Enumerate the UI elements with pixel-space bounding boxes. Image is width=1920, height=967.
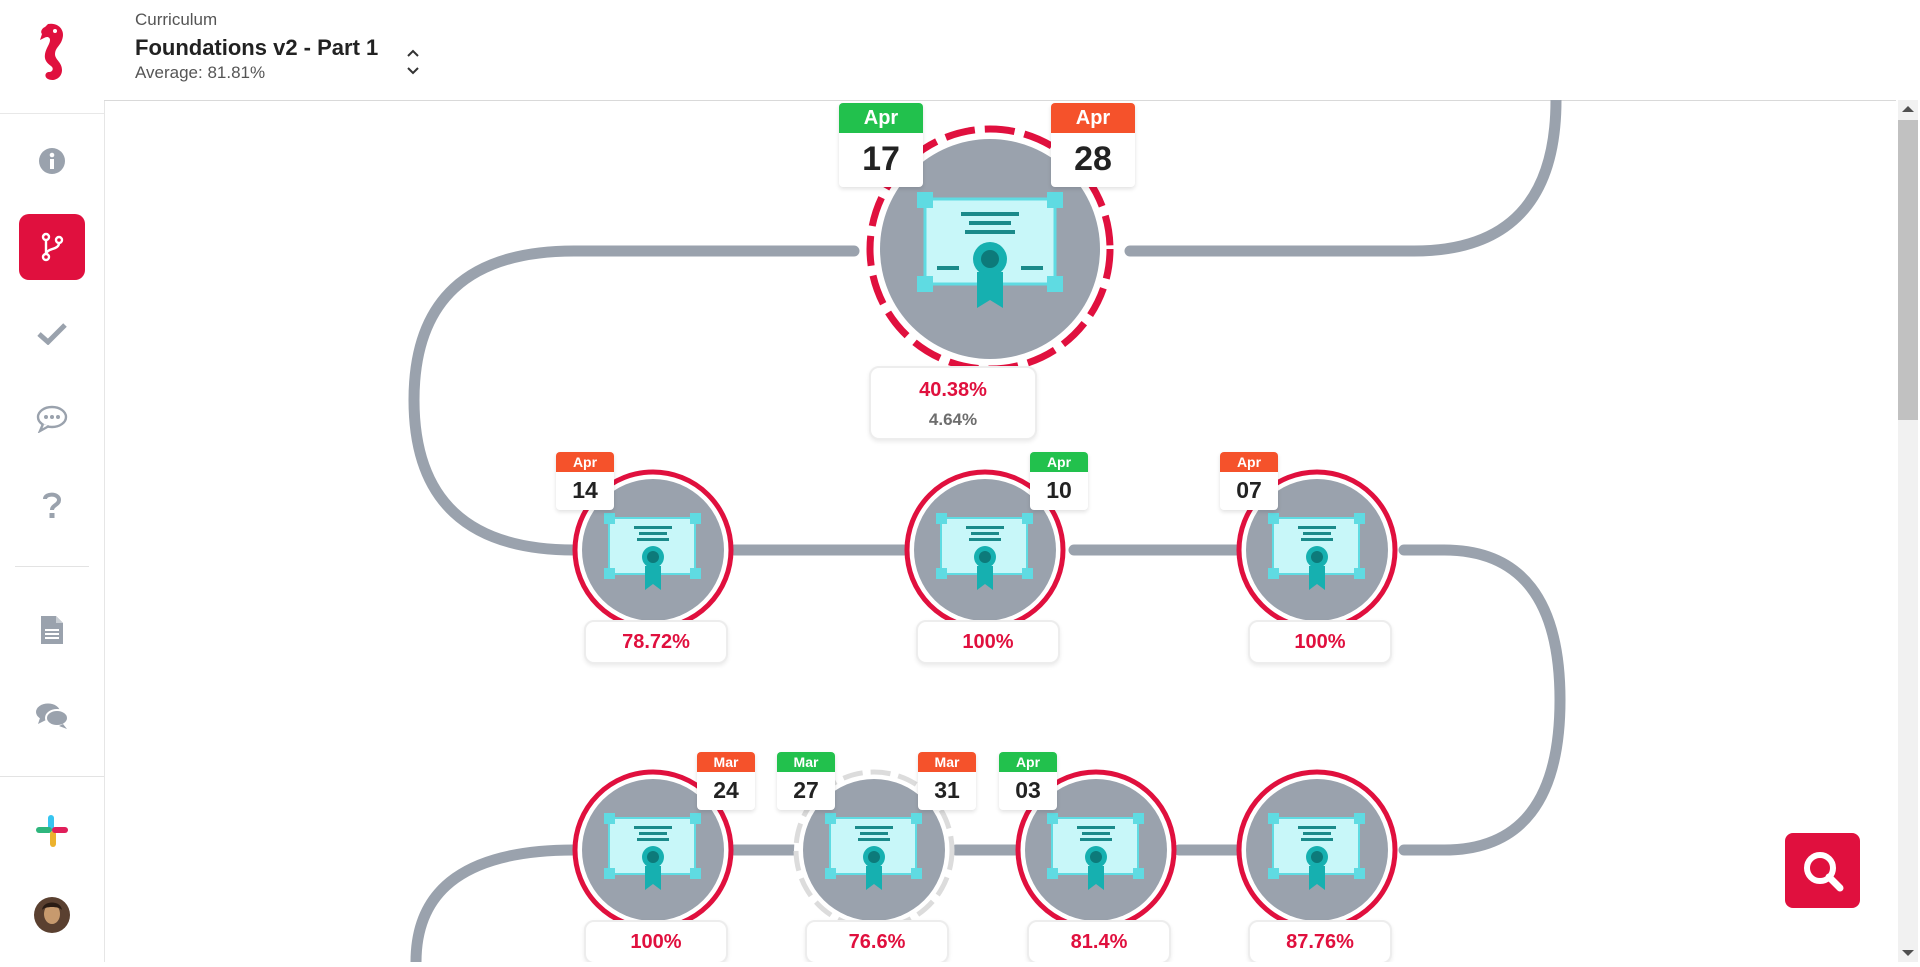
sidebar-divider bbox=[15, 566, 89, 567]
sidebar-item-profile[interactable] bbox=[19, 882, 85, 948]
document-icon bbox=[41, 616, 63, 644]
seahorse-logo-icon[interactable] bbox=[0, 0, 104, 114]
sidebar-item-discussions[interactable] bbox=[19, 683, 85, 749]
curriculum-node[interactable] bbox=[1014, 768, 1178, 932]
calendar-badge: Apr 03 bbox=[999, 752, 1057, 810]
calendar-badge: Mar 31 bbox=[918, 752, 976, 810]
calendar-badge: Mar 24 bbox=[697, 752, 755, 810]
slack-icon bbox=[36, 815, 68, 847]
node-score-top: 40.38% 4.64% bbox=[869, 366, 1037, 440]
calendar-badge: Apr 10 bbox=[1030, 452, 1088, 510]
avatar bbox=[34, 897, 70, 933]
sidebar-item-completed[interactable] bbox=[19, 300, 85, 366]
header-kicker: Curriculum bbox=[135, 10, 218, 29]
sidebar-item-documents[interactable] bbox=[19, 597, 85, 663]
node-sub-percent: 4.64% bbox=[928, 410, 978, 429]
curriculum-switch-button[interactable] bbox=[402, 44, 424, 80]
calendar-badge-start: Apr 17 bbox=[839, 103, 923, 187]
calendar-badge: Mar 27 bbox=[777, 752, 835, 810]
curriculum-map: 40.38% 4.64% Apr 17 Apr 28 78.72% Apr 14 bbox=[104, 100, 1896, 962]
sidebar-item-messages[interactable] bbox=[19, 386, 85, 452]
sidebar-divider bbox=[0, 776, 104, 777]
sidebar-item-curriculum[interactable] bbox=[19, 214, 85, 280]
sidebar-item-help[interactable] bbox=[19, 472, 85, 538]
curriculum-node[interactable] bbox=[571, 768, 735, 932]
node-score: 87.76% bbox=[1248, 920, 1392, 962]
average-score: Average: 81.81% bbox=[135, 63, 266, 82]
node-score: 100% bbox=[916, 620, 1060, 664]
chat-bubble-icon bbox=[36, 405, 68, 433]
certificate-node-icon bbox=[572, 769, 734, 931]
calendar-badge-end: Apr 28 bbox=[1051, 103, 1135, 187]
certificate-node-icon bbox=[1015, 769, 1177, 931]
certificate-node-icon bbox=[1236, 769, 1398, 931]
branch-icon bbox=[41, 232, 64, 262]
certificate-node-icon bbox=[1236, 469, 1398, 631]
page-title[interactable]: Foundations v2 - Part 1 bbox=[135, 35, 379, 60]
node-percent: 40.38% bbox=[919, 379, 987, 401]
search-button[interactable] bbox=[1785, 833, 1860, 908]
scrollbar-graphic bbox=[1898, 100, 1918, 962]
node-score: 100% bbox=[1248, 620, 1392, 664]
page-header: Curriculum Foundations v2 - Part 1 Avera… bbox=[104, 0, 1896, 101]
curriculum-node[interactable] bbox=[1235, 468, 1399, 632]
search-icon bbox=[1803, 851, 1843, 891]
calendar-badge: Apr 07 bbox=[1220, 452, 1278, 510]
comments-icon bbox=[36, 703, 69, 729]
curriculum-node[interactable] bbox=[571, 468, 735, 632]
sidebar-item-slack[interactable] bbox=[19, 798, 85, 864]
check-icon bbox=[37, 323, 67, 345]
curriculum-node[interactable] bbox=[1235, 768, 1399, 932]
curriculum-node-top[interactable] bbox=[865, 124, 1115, 374]
scrollbar[interactable] bbox=[1896, 100, 1920, 962]
calendar-badge: Apr 14 bbox=[556, 452, 614, 510]
info-icon bbox=[39, 148, 65, 174]
node-score: 81.4% bbox=[1027, 920, 1171, 962]
sidebar-item-info[interactable] bbox=[19, 128, 85, 194]
certificate-node-icon bbox=[793, 769, 955, 931]
certificate-node-icon bbox=[866, 125, 1114, 373]
question-icon bbox=[43, 492, 62, 518]
curriculum-node[interactable] bbox=[792, 768, 956, 932]
node-score: 76.6% bbox=[805, 920, 949, 962]
node-score: 100% bbox=[584, 920, 728, 962]
certificate-node-icon bbox=[572, 469, 734, 631]
chevron-up-down-icon bbox=[407, 49, 419, 75]
sidebar bbox=[0, 0, 105, 962]
node-score: 78.72% bbox=[584, 620, 728, 664]
